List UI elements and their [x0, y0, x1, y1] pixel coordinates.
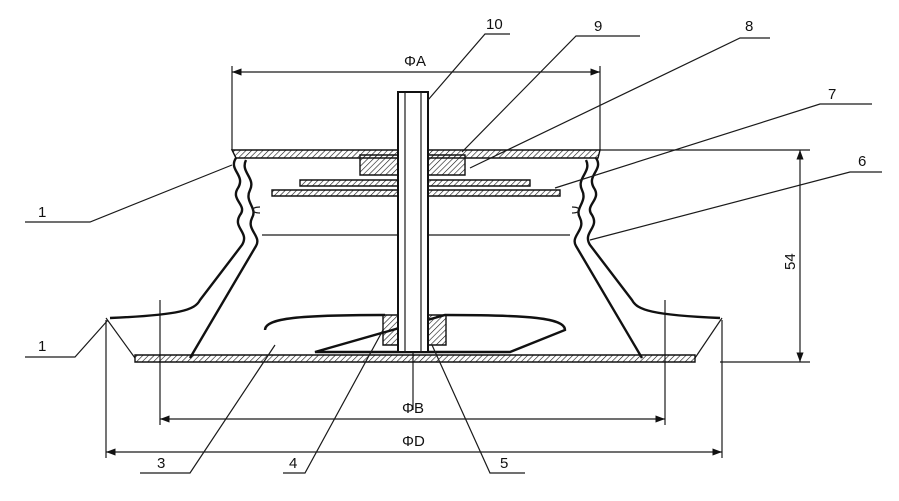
part-label-7: 7: [828, 86, 836, 103]
dim-phi-a: ΦA: [404, 53, 426, 70]
dimension-lines: [105, 66, 810, 458]
leader-lines: [25, 33, 882, 474]
part-label-3: 3: [157, 455, 165, 472]
part-label-4: 4: [289, 455, 297, 472]
part-label-9: 9: [594, 18, 602, 35]
part-label-1-upper: 1: [38, 204, 46, 221]
dim-height: 54: [782, 253, 799, 270]
dim-phi-b: ΦB: [402, 400, 424, 417]
labels: ΦA ΦB ΦD 54 10 9 8 7 6 1 1 3 4 5: [38, 16, 866, 472]
part-label-5: 5: [500, 455, 508, 472]
isolator-body: [105, 91, 723, 363]
part-label-10: 10: [486, 16, 503, 33]
part-label-6: 6: [858, 153, 866, 170]
part-label-8: 8: [745, 18, 753, 35]
part-label-1-lower: 1: [38, 338, 46, 355]
dim-phi-d: ΦD: [402, 433, 425, 450]
